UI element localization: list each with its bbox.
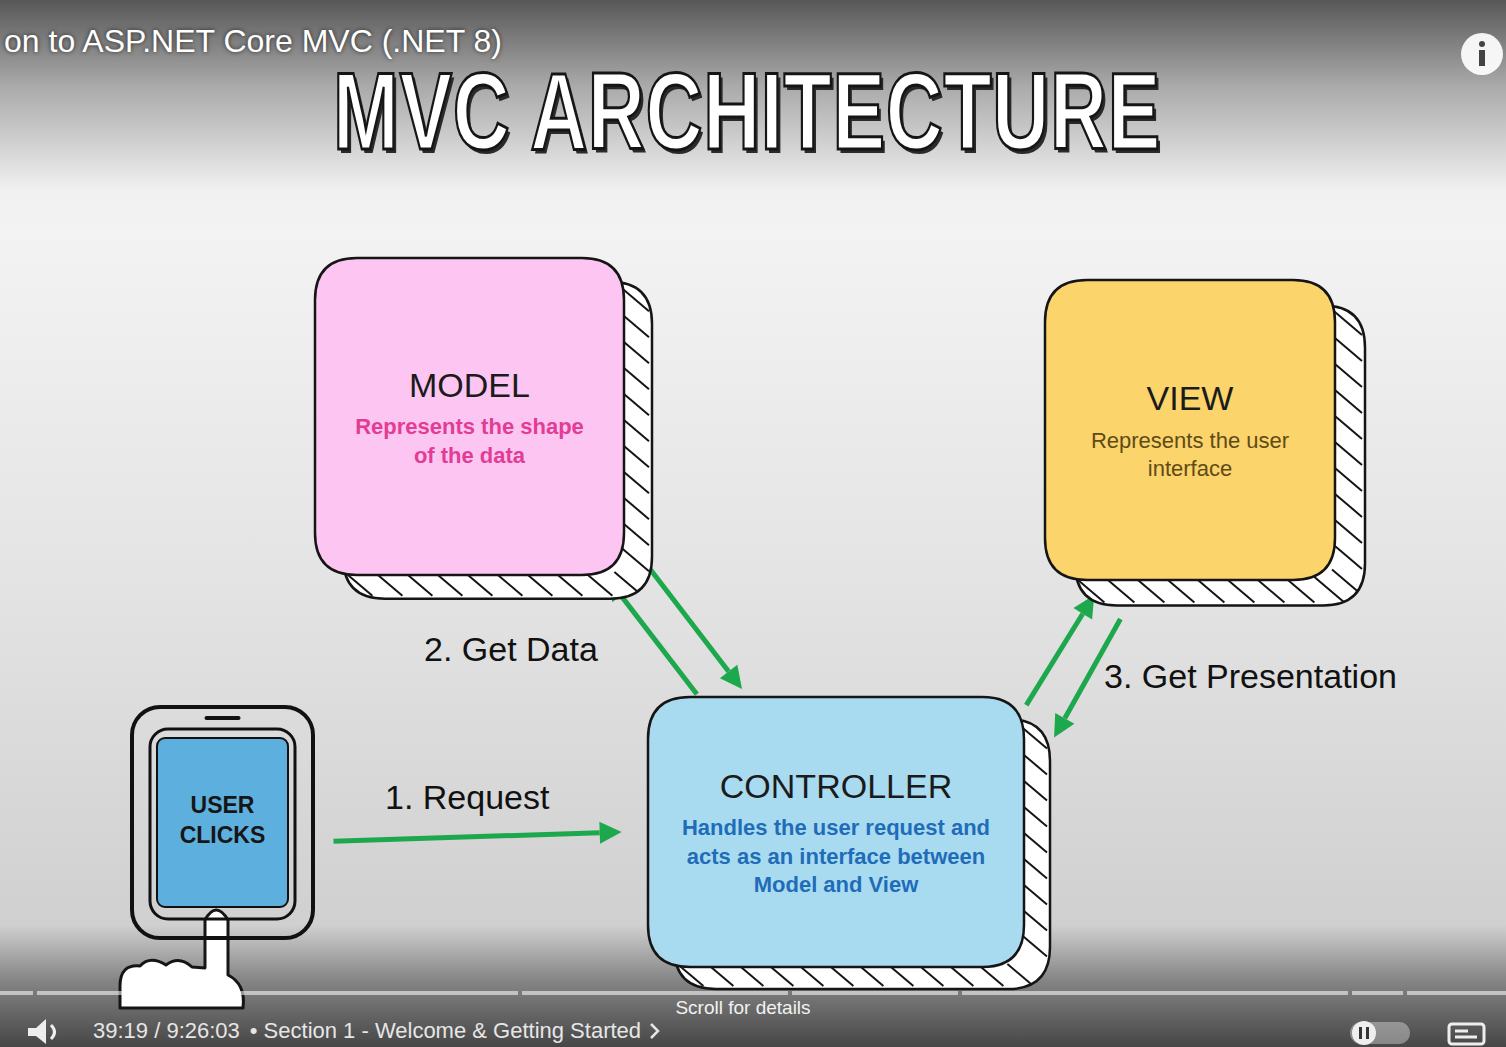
connector-arrow [334, 822, 622, 844]
info-icon [1461, 33, 1503, 75]
time-row: 39:19 / 9:26:03 • Section 1 - Welcome & … [93, 1019, 663, 1043]
phone-device: USER CLICKS [130, 705, 315, 940]
node-text-group: VIEW Represents the user interface [1075, 376, 1305, 483]
edge-label-block: 3. Get Presentation [1104, 658, 1397, 695]
view-box: VIEW Represents the user interface [1045, 280, 1335, 580]
arrow-head [1054, 713, 1074, 738]
progress-bar [0, 991, 1506, 995]
node-text-group: MODEL Represents the shape of the data [347, 363, 592, 470]
chapter-title: • Section 1 - Welcome & Getting Started [250, 1019, 641, 1043]
edge-label: 2. Get Data [424, 630, 598, 668]
volume-icon [28, 1019, 55, 1044]
scroll-hint-block: Scroll for details [0, 998, 1486, 1019]
autoplay-toggle [1350, 1021, 1410, 1045]
connector-line [1026, 614, 1082, 705]
chevron-icon [647, 1021, 663, 1041]
title-block: MVC ARCHITECTURE [333, 56, 1488, 166]
video-title: on to ASP.NET Core MVC (.NET 8) [4, 23, 502, 59]
scroll-hint: Scroll for details [675, 997, 810, 1018]
connector-line [621, 596, 697, 695]
edge-label-block: 1. Request [385, 779, 549, 816]
node-heading: VIEW [1147, 376, 1234, 420]
arrow-head [599, 822, 621, 844]
node-description: Handles the user request and acts as an … [666, 814, 1006, 900]
diagram-title: MVC ARCHITECTURE [333, 56, 1161, 166]
node-heading: USER CLICKS [165, 791, 281, 851]
connector-arrow [643, 559, 742, 689]
node-heading: CONTROLLER [720, 764, 952, 808]
video-title-block: on to ASP.NET Core MVC (.NET 8) [4, 24, 502, 59]
controller-box: CONTROLLER Handles the user request and a… [648, 697, 1024, 967]
node-description: Represents the user interface [1075, 427, 1305, 484]
edge-label: 1. Request [385, 778, 549, 816]
edge-label-block: 2. Get Data [424, 631, 598, 668]
node-text-group: USER CLICKS [160, 741, 285, 900]
node-description: Represents the shape of the data [347, 413, 592, 470]
connector-line [334, 833, 600, 842]
captions-icon [1449, 1024, 1484, 1044]
node-text-group: CONTROLLER Handles the user request and a… [666, 764, 1006, 900]
edge-label: 3. Get Presentation [1104, 657, 1397, 695]
time-code: 39:19 / 9:26:03 [93, 1019, 240, 1043]
connector-line [643, 559, 729, 671]
model-box: MODEL Represents the shape of the data [315, 258, 624, 575]
node-heading: MODEL [409, 363, 530, 407]
arrow-head [720, 665, 742, 689]
